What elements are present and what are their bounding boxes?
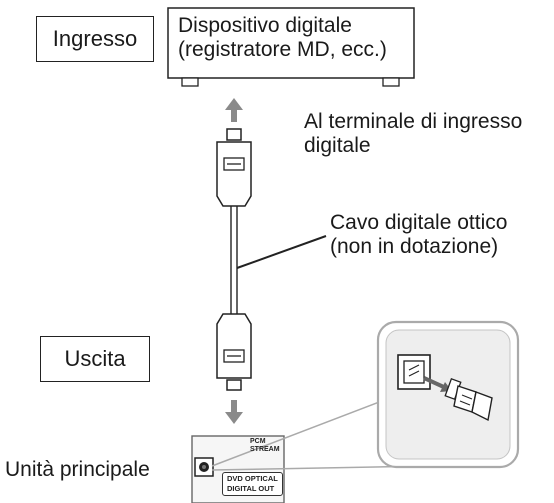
cable-label-line2: (non in dotazione) [330, 235, 499, 258]
inset-magnified-view [211, 320, 520, 471]
main-unit-label: Unità principale [5, 458, 150, 481]
small-plug-icon [444, 377, 493, 422]
cable-leader-line [236, 235, 327, 269]
optical-plug-icon [216, 313, 252, 391]
optical-plug-icon [216, 128, 252, 207]
cable-label-line1: Cavo digitale ottico [330, 211, 508, 234]
output-label-box: Uscita [40, 336, 150, 382]
input-label: Ingresso [52, 26, 138, 51]
cable-label: Cavo digitale ottico (non in dotazione) [330, 211, 507, 259]
optical-cable [230, 206, 238, 314]
digital-device [167, 7, 415, 87]
device-label-line1: Dispositivo digitale [178, 14, 352, 37]
terminal-label: Al terminale di ingresso digitale [304, 110, 522, 158]
optical-port-icon [397, 354, 431, 390]
pcm-stream-label: PCM STREAM [250, 438, 280, 453]
arrow-up-icon [225, 98, 243, 122]
output-label: Uscita [64, 346, 126, 371]
input-label-box: Ingresso [36, 16, 154, 62]
optical-out-label: DVD OPTICAL DIGITAL OUT [222, 472, 283, 496]
device-label: Dispositivo digitale (registratore MD, e… [178, 14, 387, 62]
device-label-line2: (registratore MD, ecc.) [178, 38, 387, 61]
terminal-label-line2: digitale [304, 134, 371, 157]
arrow-down-icon [225, 400, 243, 424]
terminal-label-line1: Al terminale di ingresso [304, 110, 523, 133]
